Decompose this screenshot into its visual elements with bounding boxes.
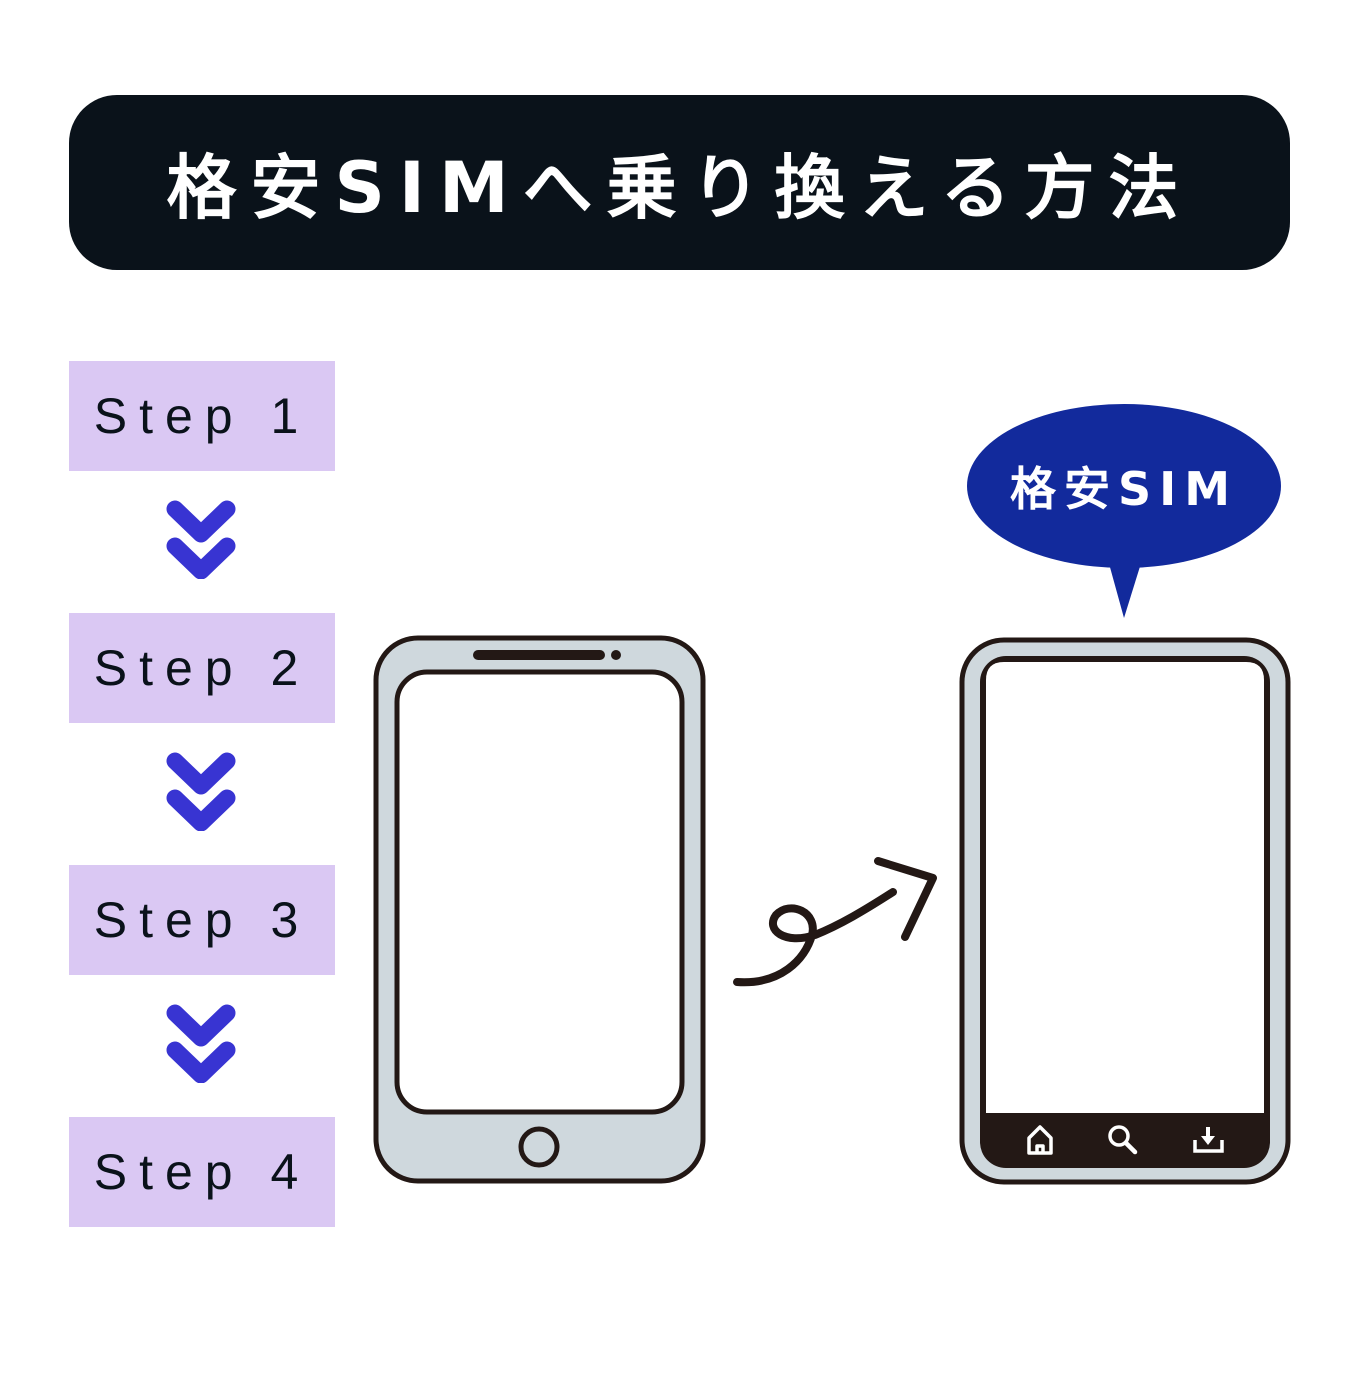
- page-title: 格安SIMへ乗り換える方法: [69, 95, 1290, 270]
- home-button: [518, 1126, 560, 1168]
- old-phone: [373, 635, 706, 1184]
- new-phone: [959, 637, 1291, 1185]
- step-1: Step 1: [69, 361, 335, 471]
- step-3: Step 3: [69, 865, 335, 975]
- bubble-label: 格安SIM: [1009, 462, 1239, 516]
- home-icon: [1027, 1125, 1053, 1155]
- step-2: Step 2: [69, 613, 335, 723]
- speech-bubble: [967, 404, 1281, 618]
- double-chevron-down-icon: [166, 500, 236, 579]
- camera: [611, 650, 621, 660]
- step-4: Step 4: [69, 1117, 335, 1227]
- search-icon: [1108, 1125, 1138, 1155]
- download-icon: [1193, 1127, 1224, 1153]
- arrow-icon: [733, 857, 937, 987]
- double-chevron-down-icon: [166, 1004, 236, 1083]
- double-chevron-down-icon: [166, 752, 236, 831]
